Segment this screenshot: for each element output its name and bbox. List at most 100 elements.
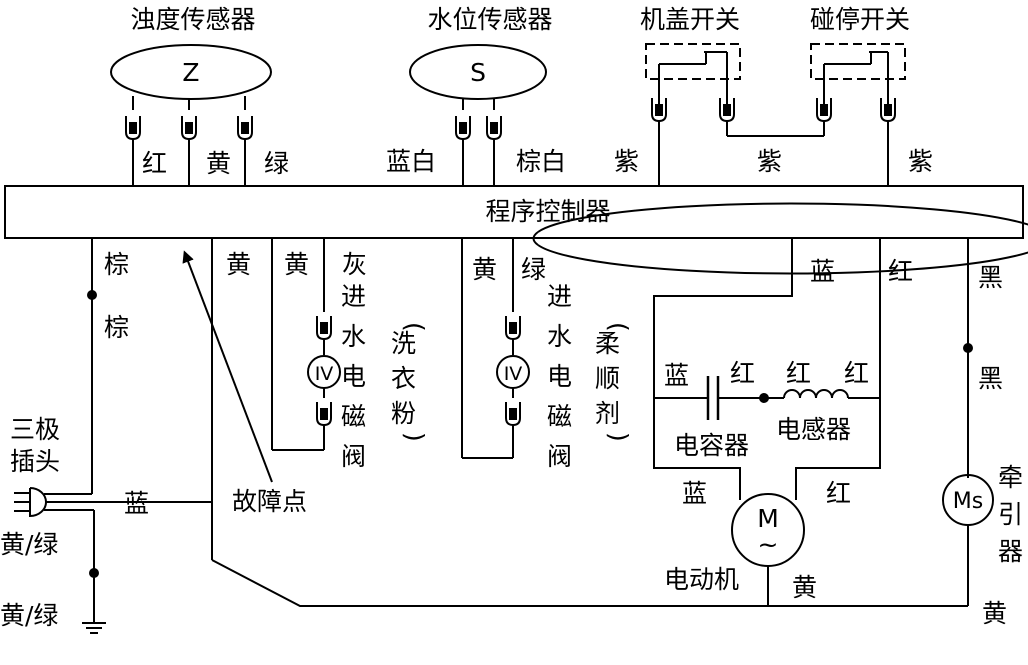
connector bbox=[181, 115, 197, 140]
stop-switch: 碰停开关 紫 bbox=[810, 5, 933, 186]
inlet-valve-softener: 黄 绿 IV 进 水 电 磁 阀 ( 柔 顺 剂 ) bbox=[461, 238, 633, 471]
plug-icon bbox=[29, 487, 47, 518]
svg-text:水: 水 bbox=[547, 322, 572, 351]
lid-switch-title: 机盖开关 bbox=[640, 5, 740, 34]
connector bbox=[505, 315, 521, 340]
plug-section: 棕 棕 三极 插头 蓝 黄/绿 黄/绿 bbox=[0, 238, 212, 634]
wire-label-tractor-yellow: 黄 bbox=[982, 599, 1007, 628]
wire-label-brown-2: 棕 bbox=[104, 313, 129, 342]
svg-text:(: ( bbox=[400, 322, 429, 332]
svg-text:磁: 磁 bbox=[341, 402, 366, 431]
connector bbox=[316, 401, 332, 426]
valve1-purpose-label: ( 洗 衣 粉 ) bbox=[391, 322, 429, 442]
plug-label-line1: 三极 bbox=[10, 415, 60, 444]
svg-text:电: 电 bbox=[547, 362, 572, 391]
connector bbox=[316, 315, 332, 340]
wire-label-red: 红 bbox=[142, 149, 167, 178]
wire-label-yellow: 黄 bbox=[206, 149, 231, 178]
connector bbox=[486, 115, 502, 140]
svg-text:电: 电 bbox=[341, 362, 366, 391]
svg-text:阀: 阀 bbox=[341, 442, 366, 471]
svg-text:): ) bbox=[400, 432, 429, 442]
valve2-name-label: 进 水 电 磁 阀 bbox=[547, 282, 572, 471]
valve1-name-label: 进 水 电 磁 阀 bbox=[341, 282, 366, 471]
tractor-label: 牵 引 器 bbox=[998, 463, 1023, 566]
wire-label-purple-2: 紫 bbox=[757, 147, 782, 176]
water-level-sensor-title: 水位传感器 bbox=[427, 5, 552, 34]
motor-section: 蓝 红 蓝 红 红 红 电容器 电感器 蓝 红 M ~ 电动机 黄 bbox=[653, 238, 913, 606]
wire-label-blue-white: 蓝白 bbox=[386, 147, 436, 176]
wire-label-purple-3: 紫 bbox=[908, 147, 933, 176]
plug-label-line2: 插头 bbox=[10, 447, 60, 476]
inlet-valve-detergent: 黄 黄 灰 IV 进 水 电 磁 阀 ( 洗 衣 粉 ) bbox=[211, 238, 429, 560]
stop-switch-title: 碰停开关 bbox=[810, 5, 910, 34]
inductor-label: 电感器 bbox=[776, 415, 851, 444]
wire-label-yellow-v2: 黄 bbox=[472, 255, 497, 284]
turbidity-sensor: 浊度传感器 Z 红 黄 绿 bbox=[110, 5, 289, 186]
wire-label-yellow-v1b: 黄 bbox=[284, 250, 309, 279]
wire-label-blue-motor-top: 蓝 bbox=[810, 257, 835, 286]
svg-text:水: 水 bbox=[341, 322, 366, 351]
neutral-return-wire bbox=[211, 559, 968, 607]
wire-label-yellow-green-2: 黄/绿 bbox=[0, 601, 58, 630]
wire-label-blue-plug: 蓝 bbox=[124, 489, 149, 518]
svg-text:洗: 洗 bbox=[391, 329, 416, 358]
svg-text:引: 引 bbox=[998, 500, 1023, 529]
controller-label: 程序控制器 bbox=[485, 197, 610, 226]
wire-label-motor-yellow: 黄 bbox=[792, 573, 817, 602]
program-controller: 程序控制器 bbox=[4, 185, 1028, 275]
inductor-icon bbox=[783, 389, 849, 399]
wire-label-yellow-green-1: 黄/绿 bbox=[0, 530, 58, 559]
wire-label-motor-blue: 蓝 bbox=[682, 479, 707, 508]
svg-text:阀: 阀 bbox=[547, 442, 572, 471]
svg-text:顺: 顺 bbox=[595, 364, 620, 393]
svg-text:(: ( bbox=[604, 322, 633, 332]
wire-label-brown-1: 棕 bbox=[104, 250, 129, 279]
svg-text:粉: 粉 bbox=[391, 399, 416, 428]
wire-label-black-2: 黑 bbox=[978, 364, 1003, 393]
wire-label-brown-white: 棕白 bbox=[516, 147, 566, 176]
wire-label-ind-red-1: 红 bbox=[786, 359, 811, 388]
svg-text:柔: 柔 bbox=[595, 329, 620, 358]
connector bbox=[237, 115, 253, 140]
svg-text:牵: 牵 bbox=[998, 463, 1023, 492]
wire-label-gray: 灰 bbox=[342, 250, 367, 279]
motor-tilde: ~ bbox=[758, 530, 779, 559]
motor-label: 电动机 bbox=[664, 565, 739, 594]
lid-switch: 机盖开关 紫 bbox=[614, 5, 741, 186]
fault-point-annotation: 故障点 bbox=[182, 250, 307, 516]
svg-text:进: 进 bbox=[341, 282, 366, 311]
wire-label-yellow-v1a: 黄 bbox=[226, 250, 251, 279]
connector bbox=[455, 115, 471, 140]
connector bbox=[505, 401, 521, 426]
svg-text:衣: 衣 bbox=[391, 364, 416, 393]
svg-text:进: 进 bbox=[547, 282, 572, 311]
wire-label-purple-1: 紫 bbox=[614, 147, 639, 176]
fault-arrow bbox=[182, 250, 273, 483]
turbidity-symbol: Z bbox=[182, 58, 199, 87]
valve2-purpose-label: ( 柔 顺 剂 ) bbox=[595, 322, 633, 442]
water-level-symbol: S bbox=[470, 58, 486, 87]
wire-label-ind-red-2: 红 bbox=[844, 359, 869, 388]
svg-text:剂: 剂 bbox=[595, 399, 620, 428]
capacitor-label: 电容器 bbox=[674, 431, 749, 460]
wire-label-green: 绿 bbox=[264, 149, 289, 178]
switch-link-wire: 紫 bbox=[727, 135, 824, 176]
wire-label-cap-red: 红 bbox=[730, 359, 755, 388]
wire-label-black-1: 黑 bbox=[978, 263, 1003, 292]
turbidity-sensor-title: 浊度传感器 bbox=[130, 5, 255, 34]
tractor-section: 黑 黑 Ms 牵 引 器 黄 bbox=[942, 238, 1023, 628]
valve-symbol-1: IV bbox=[315, 363, 334, 385]
svg-text:器: 器 bbox=[998, 537, 1023, 566]
wire-label-green-v2: 绿 bbox=[521, 255, 546, 284]
tractor-symbol: Ms bbox=[953, 489, 983, 514]
svg-text:磁: 磁 bbox=[547, 402, 572, 431]
wire-label-cap-blue: 蓝 bbox=[664, 361, 689, 390]
wire-label-red-motor-top: 红 bbox=[888, 257, 913, 286]
connector bbox=[125, 115, 141, 140]
motor-symbol: M bbox=[757, 504, 779, 533]
water-level-sensor: 水位传感器 S 蓝白 棕白 bbox=[386, 5, 566, 186]
fault-point-label: 故障点 bbox=[232, 487, 307, 516]
svg-text:): ) bbox=[604, 432, 633, 442]
